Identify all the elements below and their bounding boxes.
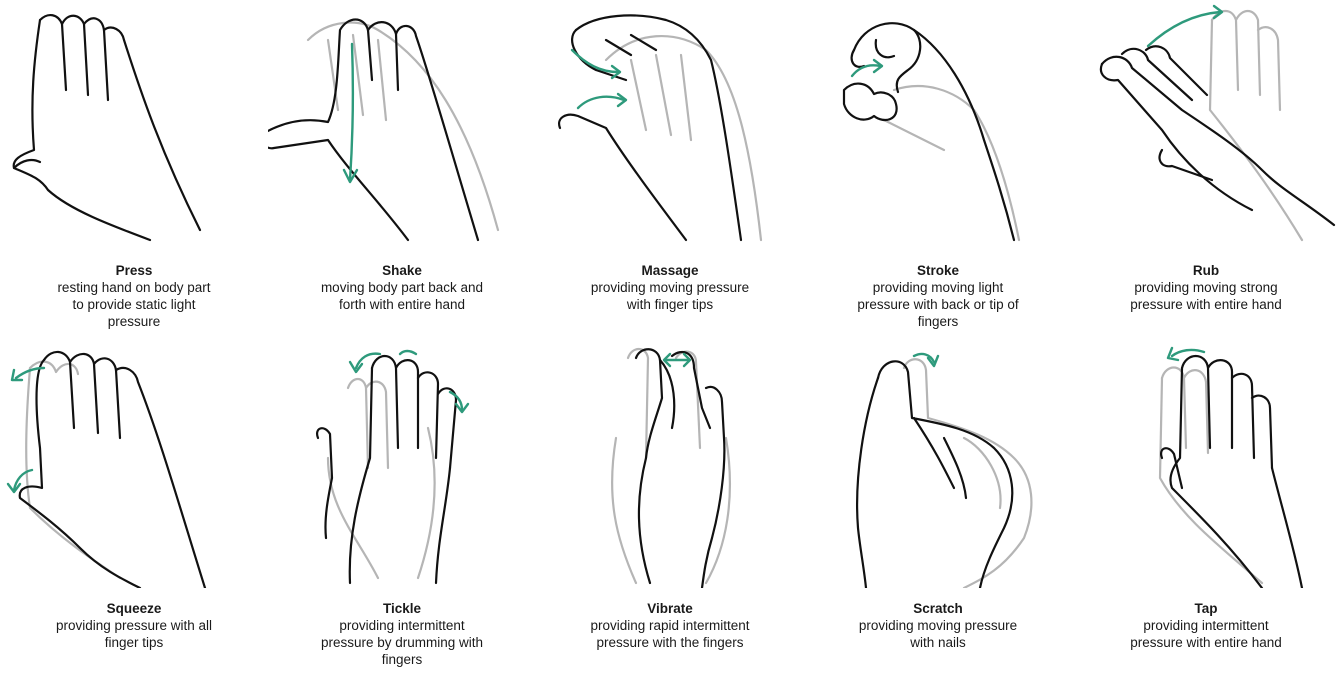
shake-caption: Shake moving body part back and forth wi… [268, 262, 536, 313]
tickle-hand-illustration [268, 338, 536, 588]
rub-caption: Rub providing moving strong pressure wit… [1072, 262, 1340, 313]
massage-description: providing moving pressure with finger ti… [536, 279, 804, 313]
scratch-caption: Scratch providing moving pressure with n… [804, 600, 1072, 651]
rub-hand-illustration [1072, 0, 1340, 250]
shake-title: Shake [268, 262, 536, 279]
squeeze-title: Squeeze [0, 600, 268, 617]
vibrate-description: providing rapid intermittent pressure wi… [536, 617, 804, 651]
rub-description: providing moving strong pressure with en… [1072, 279, 1340, 313]
stroke-hand-illustration [804, 0, 1072, 250]
stroke-description: providing moving light pressure with bac… [804, 279, 1072, 330]
vibrate-hand-illustration [536, 338, 804, 588]
massage-title: Massage [536, 262, 804, 279]
vibrate-title: Vibrate [536, 600, 804, 617]
tickle-caption: Tickle providing intermittent pressure b… [268, 600, 536, 668]
scratch-hand-illustration [804, 338, 1072, 588]
press-title: Press [0, 262, 268, 279]
tap-description: providing intermittent pressure with ent… [1072, 617, 1340, 651]
massage-caption: Massage providing moving pressure with f… [536, 262, 804, 313]
tap-caption: Tap providing intermittent pressure with… [1072, 600, 1340, 651]
scratch-description: providing moving pressure with nails [804, 617, 1072, 651]
tap-hand-illustration [1072, 338, 1340, 588]
massage-hand-illustration [536, 0, 804, 250]
squeeze-description: providing pressure with all finger tips [0, 617, 268, 651]
tickle-description: providing intermittent pressure by drumm… [268, 617, 536, 668]
shake-hand-illustration [268, 0, 536, 250]
tickle-title: Tickle [268, 600, 536, 617]
vibrate-caption: Vibrate providing rapid intermittent pre… [536, 600, 804, 651]
stroke-title: Stroke [804, 262, 1072, 279]
squeeze-hand-illustration [0, 338, 268, 588]
stroke-caption: Stroke providing moving light pressure w… [804, 262, 1072, 330]
squeeze-caption: Squeeze providing pressure with all fing… [0, 600, 268, 651]
scratch-title: Scratch [804, 600, 1072, 617]
rub-title: Rub [1072, 262, 1340, 279]
press-hand-illustration [0, 0, 268, 250]
press-description: resting hand on body part to provide sta… [0, 279, 268, 330]
press-caption: Press resting hand on body part to provi… [0, 262, 268, 330]
shake-description: moving body part back and forth with ent… [268, 279, 536, 313]
tap-title: Tap [1072, 600, 1340, 617]
